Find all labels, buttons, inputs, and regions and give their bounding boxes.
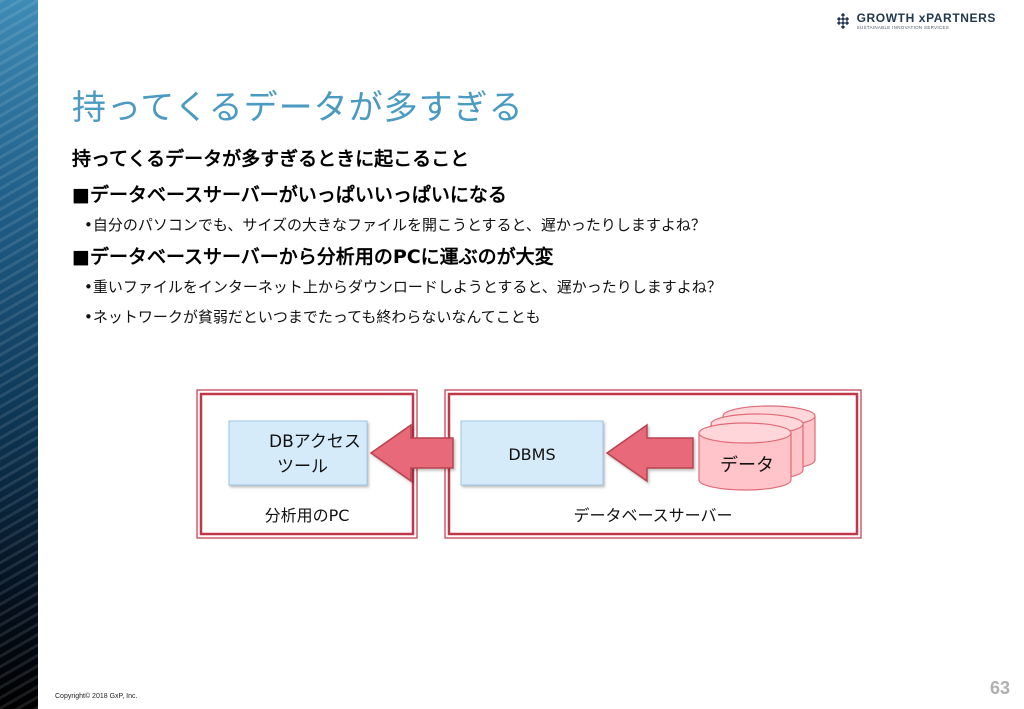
db-access-tool-box bbox=[228, 420, 368, 486]
side-decorative-strip bbox=[0, 0, 38, 709]
point-1-heading: ■データベースサーバーがいっぱいいっぱいになる bbox=[72, 184, 507, 206]
db-tool-label-line2: ツール bbox=[277, 457, 328, 477]
database-cylinders bbox=[698, 405, 816, 491]
point-2-heading: ■データベースサーバーから分析用のPCに運ぶのが大変 bbox=[72, 246, 554, 268]
point-2-sub-2: •ネットワークが貧弱だといつまでたっても終わらないなんてことも bbox=[84, 308, 541, 326]
page-number: 63 bbox=[989, 678, 1010, 698]
db-tool-label-line1: DBアクセス bbox=[269, 432, 361, 452]
logo-diamond-icon bbox=[836, 13, 849, 30]
slide-title: 持ってくるデータが多すぎる bbox=[72, 88, 524, 128]
dbms-label: DBMS bbox=[508, 445, 555, 464]
logo-tagline: SUSTAINABLE INNOVATION SERVICES bbox=[856, 25, 950, 30]
pc-box-label: 分析用のPC bbox=[265, 506, 350, 525]
arrow-dbms-to-tool bbox=[369, 423, 454, 483]
content-heading: 持ってくるデータが多すぎるときに起こること bbox=[72, 148, 470, 170]
point-1-sub-1: •自分のパソコンでも、サイズの大きなファイルを開こうとすると、遅かったりしますよ… bbox=[84, 216, 706, 234]
logo-name: GROWTH xPARTNERS bbox=[856, 11, 996, 25]
server-box-label: データベースサーバー bbox=[573, 506, 732, 525]
point-2-sub-1: •重いファイルをインターネット上からダウンロードしようとすると、遅かったりします… bbox=[84, 278, 722, 296]
cylinder-front bbox=[698, 422, 792, 491]
dbms-box bbox=[460, 420, 604, 486]
data-label: データ bbox=[720, 455, 774, 476]
copyright-text: Copyright© 2018 GxP, Inc. bbox=[55, 693, 138, 700]
arrow-data-to-dbms bbox=[605, 423, 694, 483]
data-flow-diagram: DBアクセス ツール DBMS データ 分析用のPC データベースサーバー bbox=[196, 389, 862, 539]
slide-content: 持ってくるデータが多すぎるときに起こること ■データベースサーバーがいっぱいいっ… bbox=[72, 146, 952, 336]
company-logo: GROWTH xPARTNERS SUSTAINABLE INNOVATION … bbox=[835, 12, 996, 31]
